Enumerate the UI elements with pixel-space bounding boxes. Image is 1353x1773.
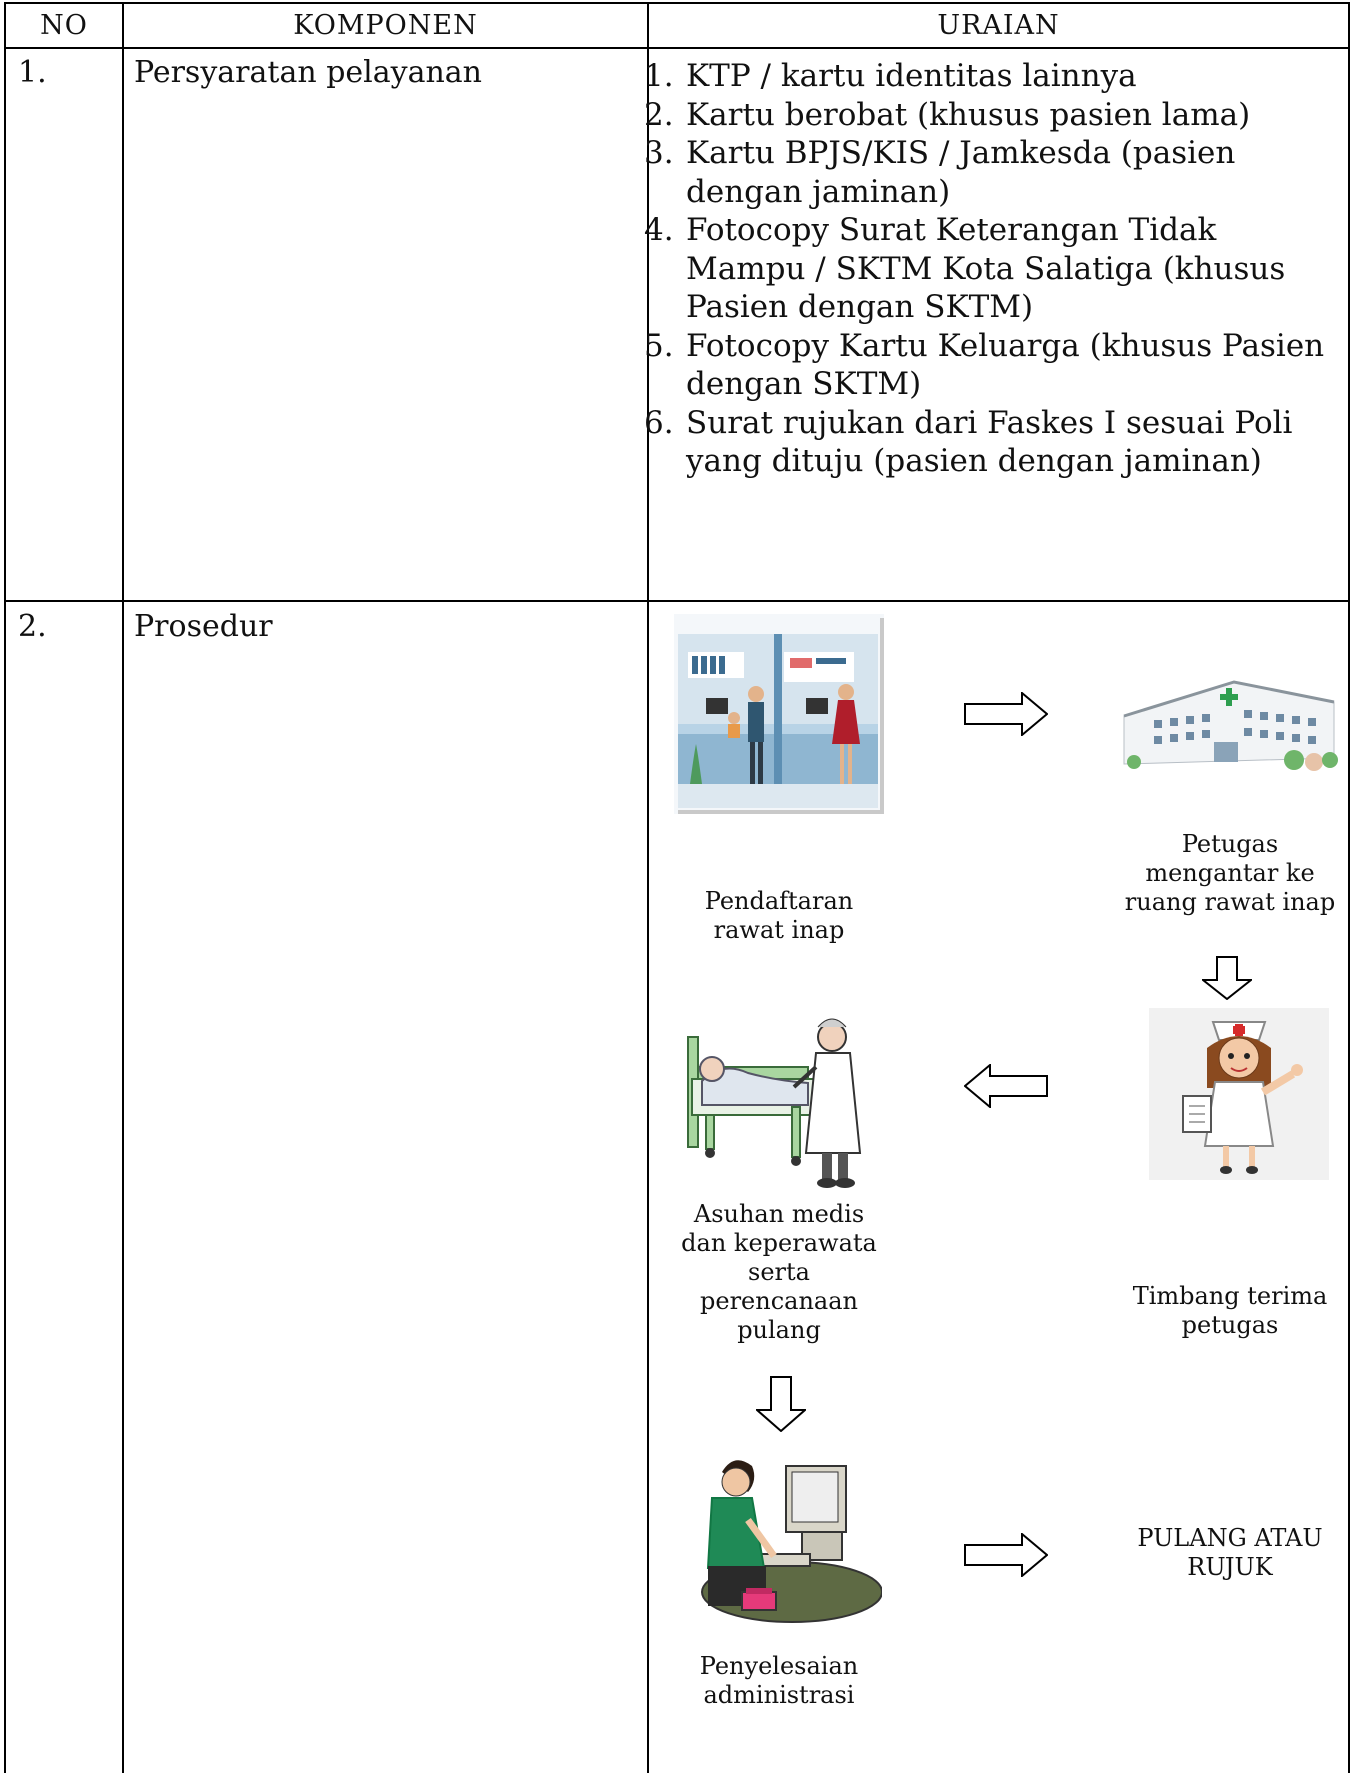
requirements-list: 1.KTP / kartu identitas lainnya 2.Kartu …: [644, 57, 1344, 481]
column-divider-komponen: [647, 2, 649, 1773]
row2-number: 2.: [18, 609, 47, 644]
list-item: 5.Fotocopy Kartu Keluarga (khusus Pasien…: [644, 327, 1325, 403]
header-divider: [4, 47, 1350, 49]
list-item: 1.KTP / kartu identitas lainnya: [644, 58, 1137, 94]
table-border-top: [4, 2, 1350, 4]
step-caption-administration: Penyelesaian administrasi: [699, 1652, 859, 1709]
arrow-right-icon: [964, 690, 1049, 738]
hospital-building-icon: [1114, 662, 1344, 782]
arrow-down-icon: [1200, 956, 1254, 1001]
list-item: 2.Kartu berobat (khusus pasien lama): [644, 96, 1251, 133]
row1-komponen: Persyaratan pelayanan: [134, 55, 482, 90]
column-divider-no: [122, 2, 124, 1773]
arrow-left-icon: [963, 1062, 1048, 1110]
step-caption-care: Asuhan medis dan keperawata serta perenc…: [681, 1200, 877, 1344]
list-item: 4.Fotocopy Surat Keterangan Tidak Mampu …: [644, 212, 1286, 325]
header-uraian: URAIAN: [937, 10, 1060, 41]
row-divider: [4, 600, 1350, 602]
row1-number: 1.: [18, 55, 47, 90]
list-item: 3.Kartu BPJS/KIS / Jamkesda (pasien deng…: [644, 135, 1236, 210]
registration-counter-icon: [674, 614, 884, 814]
step-caption-handover: Timbang terima petugas: [1132, 1282, 1328, 1339]
list-item: 6.Surat rujukan dari Faskes I sesuai Pol…: [644, 404, 1293, 480]
header-komponen: KOMPONEN: [293, 10, 478, 41]
nurse-icon: [1149, 1008, 1329, 1180]
table-border-right: [1348, 2, 1350, 1773]
step-caption-discharge: PULANG ATAU RUJUK: [1137, 1524, 1323, 1581]
table-border-left: [4, 2, 6, 1773]
row2-komponen: Prosedur: [134, 609, 273, 644]
header-no: NO: [40, 10, 88, 41]
service-standard-table: NO KOMPONEN URAIAN 1. Persyaratan pelaya…: [4, 2, 1350, 1773]
step-caption-registration: Pendaftaran rawat inap: [704, 887, 854, 944]
step-caption-escort: Petugas mengantar ke ruang rawat inap: [1124, 830, 1336, 916]
arrow-down-icon: [754, 1376, 808, 1433]
doctor-patient-bed-icon: [682, 997, 882, 1197]
arrow-right-icon: [964, 1531, 1049, 1579]
admin-computer-icon: [682, 1442, 883, 1632]
